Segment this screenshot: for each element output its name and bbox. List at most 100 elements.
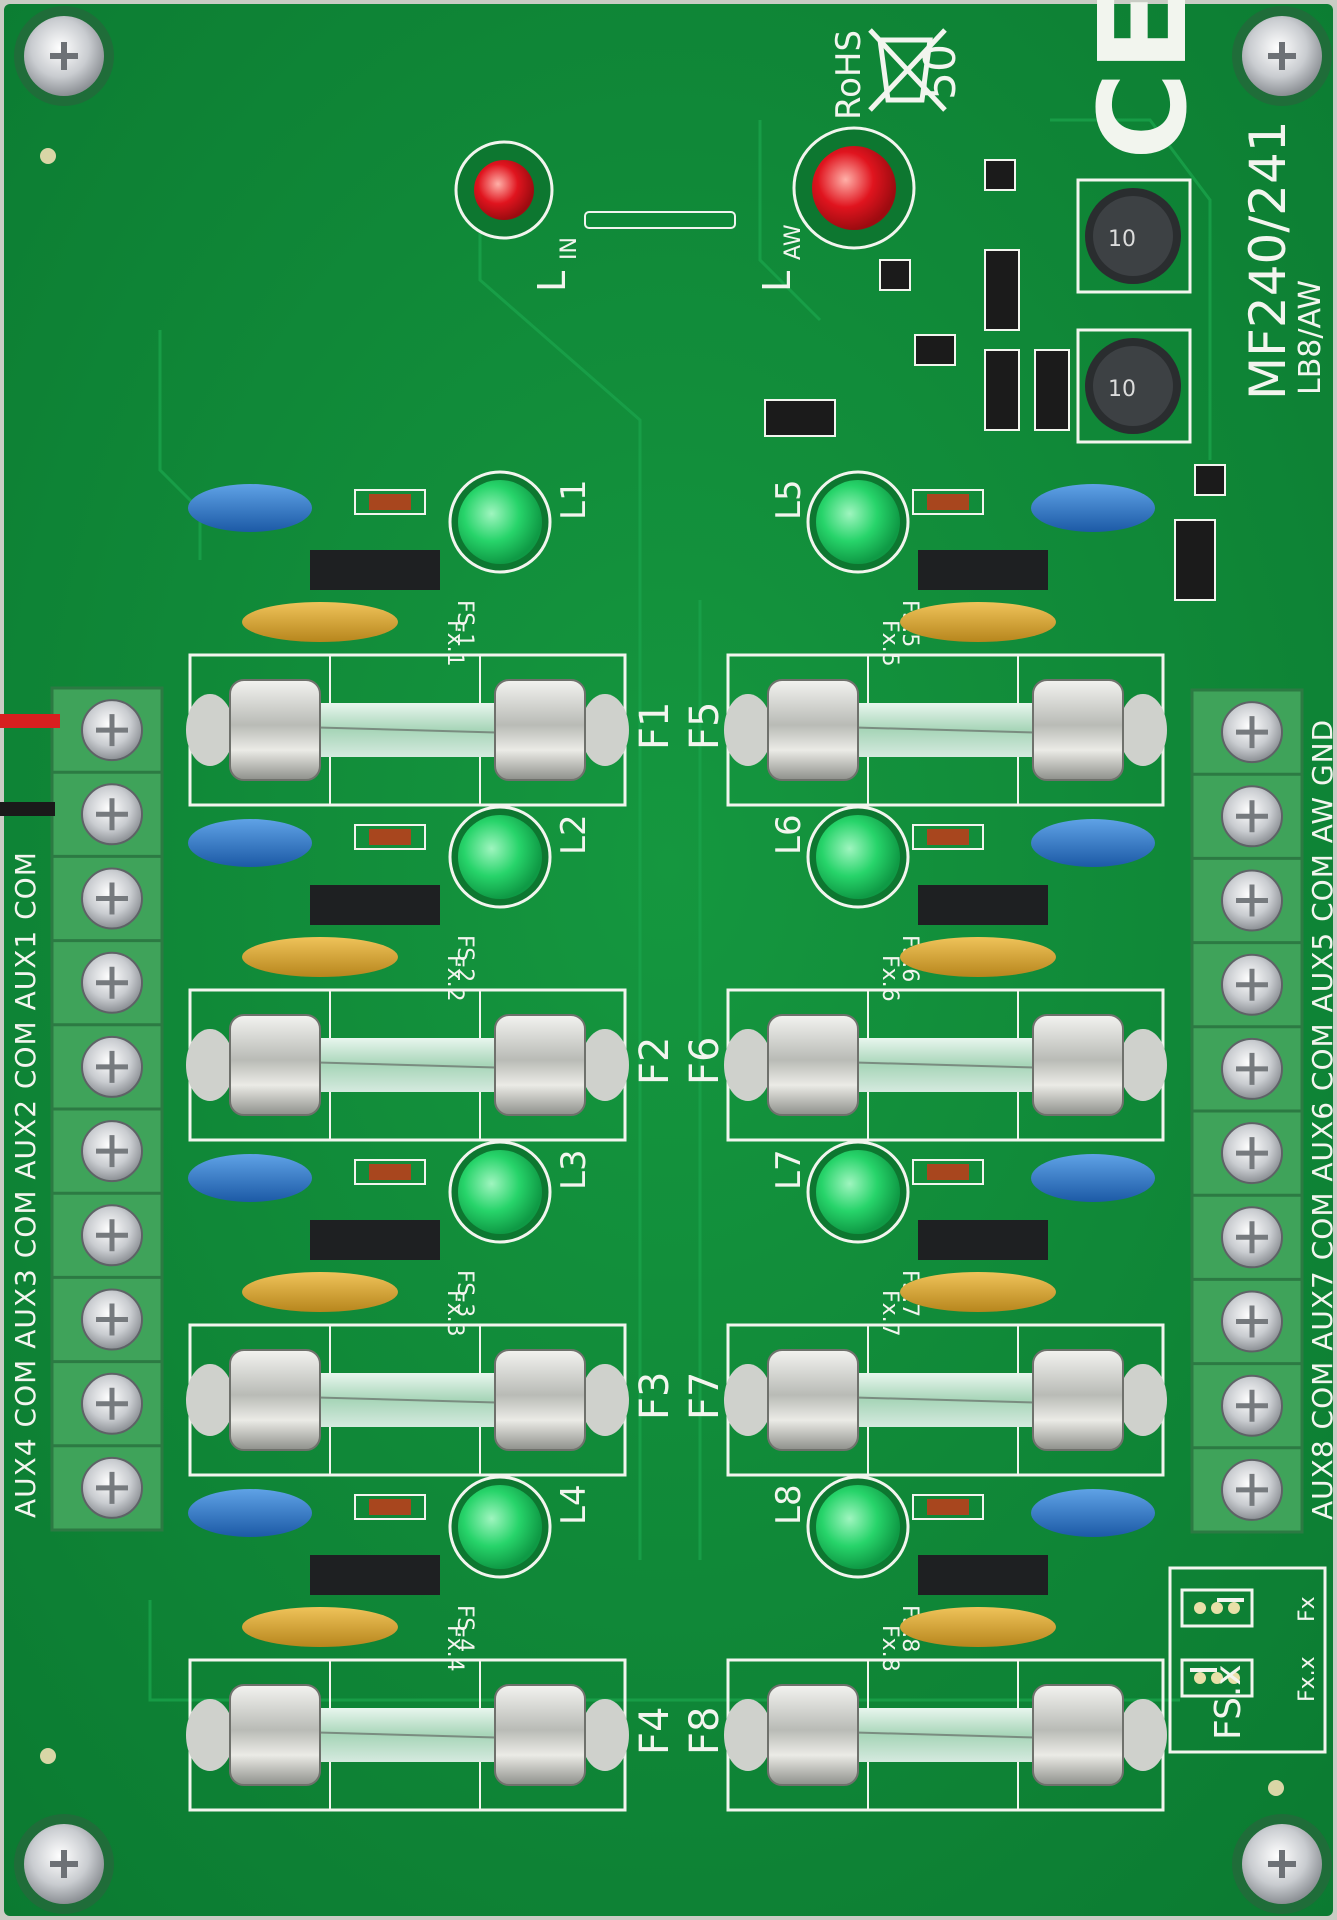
mounting-screw-icon [1232,6,1332,106]
fs-jumper-label: FS.2 [452,935,477,982]
fuse-clip [494,679,586,781]
alarm-led-sub: AW [781,224,806,260]
jumper-header [310,550,440,590]
fx-jumper-label: Fx.4 [442,1625,467,1672]
ceramic-capacitor-blue [188,1154,312,1202]
ceramic-capacitor-yellow [900,602,1056,642]
fuse-clip [1032,679,1124,781]
fs-jumper-label: FS.4 [452,1605,477,1652]
fx-jumper-label: Fx.2 [442,955,467,1002]
channel-led [458,480,542,564]
channel-led-label: L3 [554,1149,594,1190]
ceramic-capacitor-blue [188,819,312,867]
legend-fxx: Fx.x [1295,1656,1320,1702]
ceramic-capacitor-yellow [900,937,1056,977]
ceramic-capacitor-yellow [242,1272,398,1312]
fuse-clip [494,1349,586,1451]
jumper-header [918,885,1048,925]
input-led [454,140,554,240]
channel-led [458,1485,542,1569]
alarm-led [792,126,916,250]
ce-mark: CE [1075,0,1214,160]
jumper-header [310,885,440,925]
fuse-label: F6 [682,1037,728,1085]
fuse-clip [494,1014,586,1116]
channel-6: L6FS.6Fx.6F6 [682,805,1167,1142]
fuse-label: F1 [632,702,678,750]
jumper-header [310,1555,440,1595]
fuse-clip [229,1014,321,1116]
ceramic-capacitor-blue [1031,819,1155,867]
screw-terminal-block [50,686,164,1532]
fuse-clip [229,1684,321,1786]
channel-led [458,1150,542,1234]
ceramic-capacitor-yellow [242,1607,398,1647]
rohs-label: RoHS [829,30,869,120]
channel-led [458,815,542,899]
fs-jumper-label: FS.3 [452,1270,477,1317]
red-wire [0,714,60,728]
channel-led [816,815,900,899]
channel-led-label: L7 [769,1149,809,1190]
svg-text:10: 10 [1108,377,1136,402]
ceramic-capacitor-yellow [900,1607,1056,1647]
fuse-clip [1032,1684,1124,1786]
channel-led [816,480,900,564]
channel-led-label: L6 [769,814,809,855]
input-led-sub: IN [557,237,582,260]
ceramic-capacitor-yellow [242,602,398,642]
mounting-screw-icon [1232,1814,1332,1914]
fuse-clip [767,1349,859,1451]
black-wire [0,802,55,816]
legend-title: FS.x [1208,1664,1249,1740]
mounting-screw-icon [14,1814,114,1914]
legend-fx: Fx [1295,1596,1320,1622]
weee-bin-icon [868,28,947,112]
fuse-clip [767,1014,859,1116]
screw-terminal-block [1190,688,1304,1534]
fuse-clip [229,679,321,781]
jumper-header [918,550,1048,590]
fuse-clip [1032,1349,1124,1451]
ceramic-capacitor-yellow [900,1272,1056,1312]
fx-jumper-label: Fx.6 [877,955,902,1002]
fuse-label: F2 [632,1037,678,1085]
electrolytic-capacitor: 10 [1076,178,1192,294]
mounting-screw-icon [14,6,114,106]
ceramic-capacitor-blue [188,484,312,532]
fx-jumper-label: Fx.7 [877,1290,902,1337]
fx-jumper-label: Fx.3 [442,1290,467,1337]
channel-led [816,1485,900,1569]
jumper-header [310,1220,440,1260]
board-model-label: MF240/241 [1239,120,1297,400]
fuse-clip [1032,1014,1124,1116]
ceramic-capacitor-blue [188,1489,312,1537]
electrolytic-capacitor: 10 [1076,328,1192,444]
channel-led-label: L4 [554,1484,594,1525]
fuse-label: F5 [682,702,728,750]
fuse-clip [767,1684,859,1786]
channel-led [816,1150,900,1234]
fuse-clip [767,679,859,781]
ceramic-capacitor-blue [1031,1154,1155,1202]
input-led-label: L [530,271,574,292]
channel-led-label: L1 [554,479,594,520]
channel-7: L7FS.7Fx.7F7 [682,1140,1167,1477]
pcb-substrate [4,4,1333,1916]
channel-led-label: L8 [769,1484,809,1525]
terminal-blocks [50,686,1304,1534]
board-variant-label: LB8/AW [1293,280,1328,395]
jumper-header [918,1555,1048,1595]
left-terminal-labels: AUX4 COM AUX3 COM AUX2 COM AUX1 COM [9,851,42,1518]
fuse-label: F7 [682,1372,728,1420]
fx-jumper-label: Fx.5 [877,620,902,667]
channel-led-label: L2 [554,814,594,855]
fuse-label: F3 [632,1372,678,1420]
channel-blocks: L1FS.1Fx.1F1L2FS.2Fx.2F2L3FS.3Fx.3F3L4FS… [186,470,1167,1812]
ceramic-capacitor-blue [1031,1489,1155,1537]
jumper-legend: Fx Fx.x FS.x [1168,1566,1327,1754]
channel-8: L8FS.8Fx.8F8 [682,1475,1167,1812]
